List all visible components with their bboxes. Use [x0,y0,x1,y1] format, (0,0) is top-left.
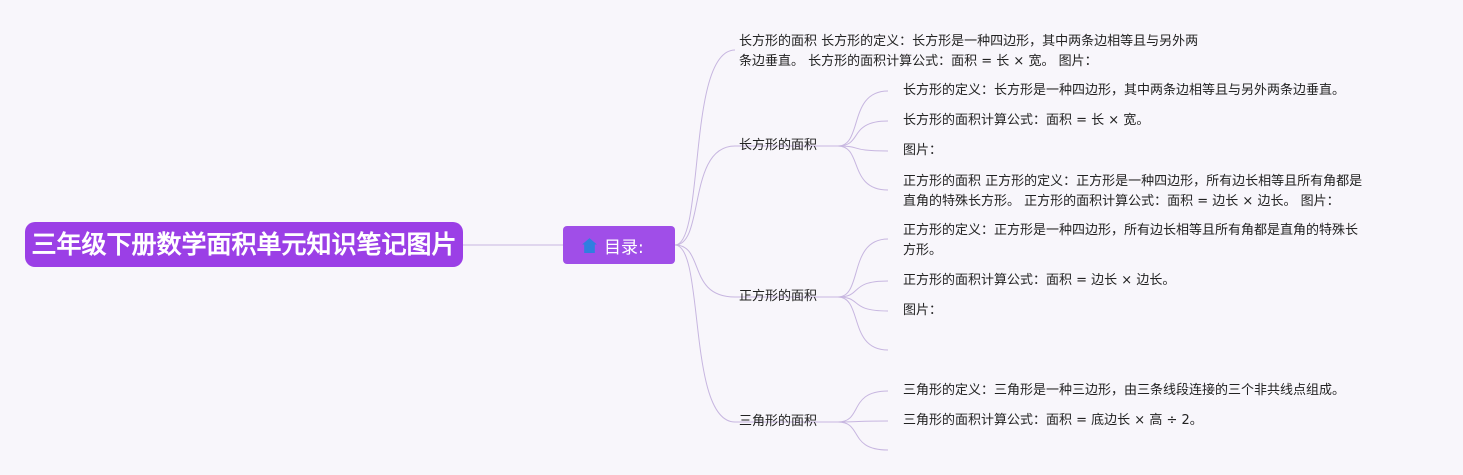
link-square-child-2 [837,296,889,312]
triangle-definition-leaf[interactable]: 三角形的定义：三角形是一种三边形，由三条线段连接的三个非共线点组成。 [903,383,1346,398]
section-triangle-area[interactable]: 三角形的面积 [739,414,818,429]
square-definition-leaf[interactable]: 正方形的定义：正方形是一种四边形，所有边长相等且所有角都是直角的特殊长 方形。 [903,221,1358,261]
link-triangle-child-0 [837,390,889,423]
square-image-leaf[interactable]: 图片： [903,303,943,318]
rect-square-summary-line-2: 直角的特殊长方形。 正方形的面积计算公式：面积 = 边长 × 边长。 图片： [903,194,1340,209]
summary-line-2: 条边垂直。 长方形的面积计算公式：面积 = 长 × 宽。 图片： [739,54,1098,69]
link-hub-rect [674,145,736,246]
rect-formula-leaf[interactable]: 长方形的面积计算公式：面积 = 长 × 宽。 [903,113,1150,128]
triangle-formula-leaf[interactable]: 三角形的面积计算公式：面积 = 底边长 × 高 ÷ 2。 [903,413,1203,428]
square-formula-leaf[interactable]: 正方形的面积计算公式：面积 = 边长 × 边长。 [903,273,1176,288]
link-rect-child-2 [837,145,889,152]
root-node[interactable]: 三年级下册数学面积单元知识笔记图片 [25,222,463,267]
section-square-area[interactable]: 正方形的面积 [739,289,818,304]
summary-node[interactable]: 长方形的面积 长方形的定义：长方形是一种四边形，其中两条边相等且与另外两 条边垂… [739,32,1198,72]
link-triangle-child-2 [837,421,889,451]
link-hub-triangle [674,244,736,423]
square-definition-line-1: 正方形的定义：正方形是一种四边形，所有边长相等且所有角都是直角的特殊长 [903,223,1359,238]
link-hub-summary [674,49,736,246]
hub-label: 目录: [604,237,644,258]
square-definition-line-2: 方形。 [903,243,943,258]
table-of-contents-node[interactable]: 目录: [563,226,675,264]
house-icon [582,237,597,253]
link-square-child-1 [837,280,889,298]
link-rect-child-1 [837,120,889,147]
link-square-child-0 [837,238,889,298]
link-square-child-3 [837,296,889,351]
link-triangle-child-1 [837,420,889,423]
rect-square-summary-line-1: 正方形的面积 正方形的定义：正方形是一种四边形，所有边长相等且所有角都是 [903,174,1363,189]
link-hub-square [674,244,736,298]
rect-definition-leaf[interactable]: 长方形的定义：长方形是一种四边形，其中两条边相等且与另外两条边垂直。 [903,83,1346,98]
rect-square-summary-leaf[interactable]: 正方形的面积 正方形的定义：正方形是一种四边形，所有边长相等且所有角都是 直角的… [903,172,1362,212]
summary-line-1: 长方形的面积 长方形的定义：长方形是一种四边形，其中两条边相等且与另外两 [739,34,1199,49]
link-rect-child-0 [837,90,889,147]
section-rectangle-area[interactable]: 长方形的面积 [739,138,818,153]
rect-image-leaf[interactable]: 图片： [903,143,943,158]
link-rect-child-3 [837,145,889,191]
